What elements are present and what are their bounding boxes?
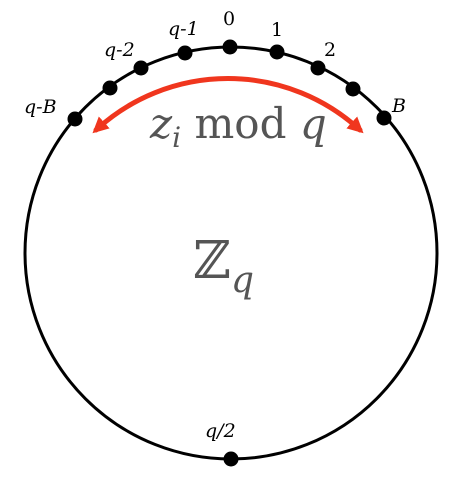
label-q-half: q/2 [205, 420, 236, 442]
ring-label-sub: i [172, 121, 181, 154]
point-q-b [67, 111, 83, 127]
ring-label-op: mod [181, 99, 300, 148]
point-q-1 [177, 45, 193, 61]
label-q-b: q-B [24, 96, 57, 118]
ring-label-var: z [149, 99, 173, 148]
point-b [376, 110, 392, 126]
point-q-1a [133, 60, 149, 76]
center-label-symbol: ℤ [193, 231, 231, 291]
point-q-2 [102, 80, 118, 96]
point-q-half [223, 451, 239, 467]
label-two: 2 [324, 39, 336, 61]
label-q-2: q-2 [104, 39, 135, 61]
ring-label: zi mod q [149, 99, 327, 154]
point-zero [222, 39, 238, 55]
ring-label-mod: q [300, 99, 327, 148]
label-b: B [391, 95, 406, 117]
range-arc-arrow [92, 76, 364, 134]
label-one: 1 [271, 19, 283, 41]
label-zero: 0 [223, 8, 235, 30]
center-label-sub: q [231, 260, 254, 301]
point-two [345, 81, 361, 97]
point-one [269, 44, 285, 60]
point-between [310, 60, 326, 76]
label-q-1: q-1 [168, 18, 199, 40]
center-label: ℤq [193, 231, 254, 301]
